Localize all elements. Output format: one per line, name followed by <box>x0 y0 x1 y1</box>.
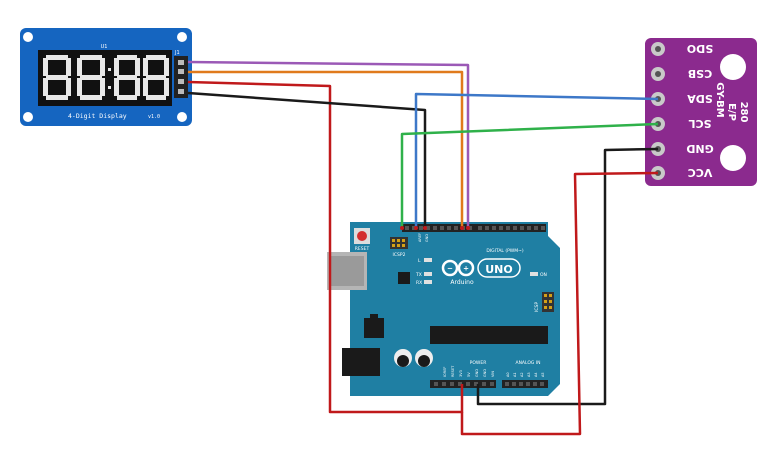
sensor-module: SDO CSB SDA SCL GND VCC GY-BM E/P 280 <box>645 38 757 186</box>
uno-logo-text: UNO <box>485 263 513 276</box>
gnd-label: GND <box>425 234 429 242</box>
power-pin-gnd2: GND <box>483 369 487 377</box>
sensor-pin-csb: CSB <box>688 67 713 80</box>
analog-pin-a1: A1 <box>513 372 517 377</box>
sensor-name-line2: E/P <box>726 103 737 121</box>
power-jack <box>342 348 380 376</box>
atmega-chip <box>430 326 548 344</box>
digital-label: DIGITAL (PWM~) <box>486 248 524 254</box>
power-pin-vin: VIN <box>491 371 495 377</box>
small-chip <box>398 272 410 284</box>
display-version: v1.0 <box>148 114 160 120</box>
power-pin-ioref: IOREF <box>443 367 447 377</box>
regulator <box>364 318 384 338</box>
svg-text:−: − <box>447 265 453 273</box>
arduino-logo: − + UNO Arduino <box>441 258 521 286</box>
analog-pin-a5: A5 <box>541 372 545 377</box>
arduino-uno: RESET ICSP2 DIGITAL (PWM~) L TX RX <box>327 222 560 396</box>
analog-header <box>502 380 548 388</box>
led-rx-label: RX <box>416 280 422 286</box>
arduino-board <box>350 222 560 396</box>
wire-black-display <box>187 91 427 228</box>
mount-hole <box>23 112 33 122</box>
pin-connection-dots <box>400 226 470 230</box>
power-pin-gnd1: GND <box>475 369 479 377</box>
power-pin-5v: 5V <box>467 372 471 377</box>
wire-blue-sda <box>414 92 659 228</box>
led-l-label: L <box>418 258 421 264</box>
led-tx-label: TX <box>415 272 422 278</box>
aref-label: AREF <box>418 233 422 242</box>
sensor-name-line3: 280 <box>738 102 749 123</box>
sensor-pin-gnd: GND <box>686 142 713 155</box>
power-pin-reset: RESET <box>451 365 455 377</box>
analog-pin-a4: A4 <box>534 372 538 377</box>
wire-red-display <box>187 80 464 414</box>
sensor-mount-hole <box>720 54 746 80</box>
sensor-pin-sdo: SDO <box>687 42 713 55</box>
reset-label: RESET <box>355 246 370 252</box>
display-header <box>174 56 188 98</box>
sensor-pins <box>651 42 665 180</box>
wires <box>187 60 659 436</box>
icsp-header <box>542 292 554 312</box>
svg-text:+: + <box>463 265 469 273</box>
sensor-pin-vcc: VCC <box>688 166 713 179</box>
icsp2-label: ICSP2 <box>393 252 406 258</box>
led-on-label: ON <box>540 272 547 278</box>
icsp2-header <box>390 237 408 249</box>
display-j1-label: J1 <box>174 50 180 56</box>
mount-hole <box>177 32 187 42</box>
sensor-pin-scl: SCL <box>688 117 711 130</box>
power-pin-3v3: 3V3 <box>459 370 463 377</box>
wire-red-sensor <box>460 171 659 436</box>
icsp-label: ICSP <box>534 302 540 312</box>
mount-hole <box>177 112 187 122</box>
wire-purple <box>187 60 470 228</box>
wire-green-scl <box>400 122 659 228</box>
mount-hole <box>23 32 33 42</box>
display-label: 4-Digit Display <box>68 112 127 120</box>
sensor-name-line1: GY-BM <box>714 82 725 118</box>
power-label: POWER <box>470 360 487 366</box>
digital-header <box>402 224 546 232</box>
analog-pin-a0: A0 <box>506 372 510 377</box>
analog-pin-a3: A3 <box>527 372 531 377</box>
wire-black-sensor <box>476 147 659 406</box>
sensor-mount-hole <box>720 145 746 171</box>
display-module: U1 <box>20 28 192 126</box>
analog-label: ANALOG IN <box>515 360 540 366</box>
display-u1-label: U1 <box>101 44 108 50</box>
wire-orange <box>188 70 464 228</box>
digit-segments <box>43 55 169 100</box>
arduino-brand: Arduino <box>450 279 474 286</box>
sensor-pin-sda: SDA <box>687 92 713 105</box>
analog-pin-a2: A2 <box>520 372 524 377</box>
